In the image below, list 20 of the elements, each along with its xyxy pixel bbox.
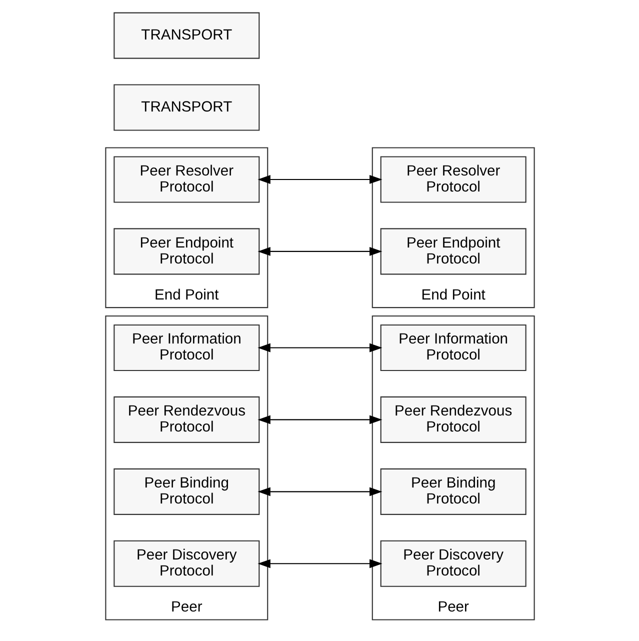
node-box: TRANSPORT: [113, 12, 260, 59]
node-box: Peer Binding Protocol: [113, 468, 260, 515]
arrow: [257, 343, 382, 352]
node-box: Peer Discovery Protocol: [380, 540, 526, 587]
node-box: Peer Resolver Protocol: [380, 156, 526, 203]
arrow: [257, 175, 382, 184]
node-box: Peer Endpoint Protocol: [113, 228, 260, 275]
node-box: Peer Information Protocol: [380, 324, 526, 372]
arrow: [257, 247, 382, 256]
node-box: Peer Resolver Protocol: [113, 156, 260, 203]
node-box: Peer Endpoint Protocol: [380, 228, 526, 275]
node-box: TRANSPORT: [113, 84, 260, 131]
node-box: Peer Rendezvous Protocol: [113, 396, 260, 443]
arrow: [257, 559, 382, 568]
node-box: Peer Rendezvous Protocol: [380, 396, 526, 443]
arrow: [257, 487, 382, 496]
arrow: [257, 415, 382, 424]
node-box: Peer Binding Protocol: [380, 468, 526, 515]
node-box: Peer Information Protocol: [113, 324, 260, 372]
node-box: Peer Discovery Protocol: [113, 540, 260, 587]
